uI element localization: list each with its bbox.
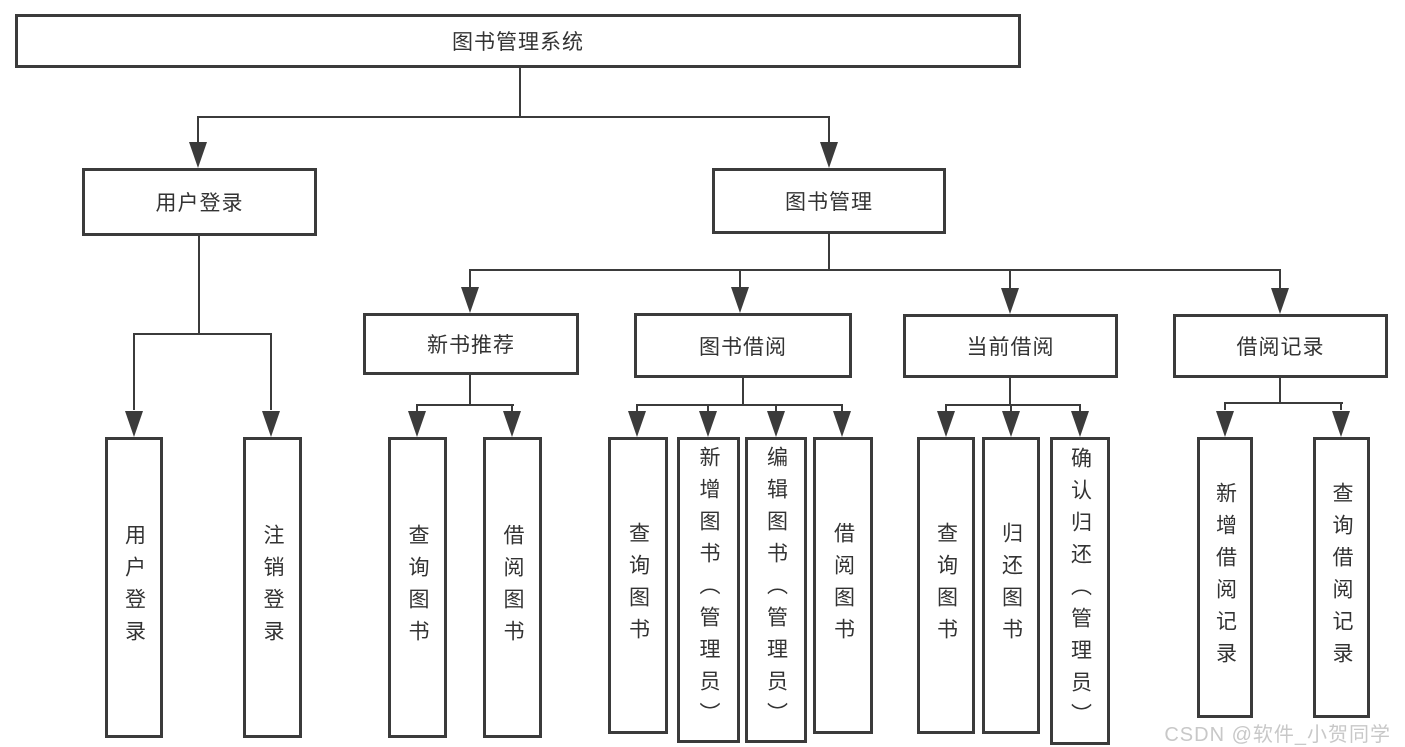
arrowhead-down-icon — [767, 411, 785, 437]
arrowhead-down-icon — [262, 411, 280, 437]
node-label: 确认归还（管理员） — [1068, 447, 1092, 735]
node-label: 注销登录 — [261, 523, 284, 652]
connector-line — [197, 116, 199, 144]
connector-line — [739, 269, 741, 288]
connector-line — [945, 404, 947, 412]
node-book-borrowing: 图书借阅 — [634, 313, 852, 378]
node-label: 新书推荐 — [427, 334, 515, 357]
arrowhead-down-icon — [699, 411, 717, 437]
connector-line — [416, 404, 418, 412]
arrowhead-down-icon — [731, 287, 749, 313]
node-label: 新增借阅记录 — [1213, 481, 1237, 674]
connector-line — [1010, 404, 1012, 412]
node-leaf-logout: 注销登录 — [243, 437, 302, 738]
connector-line — [828, 116, 830, 144]
connector-line — [270, 333, 272, 410]
connector-line — [742, 378, 744, 406]
connector-line — [198, 236, 200, 335]
arrowhead-down-icon — [1002, 411, 1020, 437]
connector-line — [197, 116, 830, 118]
connector-line — [1009, 269, 1011, 288]
arrowhead-down-icon — [1001, 288, 1019, 314]
connector-line — [469, 269, 1281, 271]
node-label: 查询图书 — [626, 521, 650, 650]
connector-line — [828, 234, 830, 271]
node-leaf-add-book-admin: 新增图书（管理员） — [677, 437, 740, 743]
connector-line — [519, 68, 521, 118]
arrowhead-down-icon — [820, 142, 838, 168]
node-label: 新增图书（管理员） — [697, 446, 720, 734]
connector-line — [469, 375, 471, 406]
arrowhead-down-icon — [461, 287, 479, 313]
node-book-mgmt-branch: 图书管理 — [712, 168, 946, 234]
connector-line — [1279, 378, 1281, 404]
connector-line — [1340, 402, 1342, 410]
node-leaf-edit-book-admin: 编辑图书（管理员） — [745, 437, 807, 743]
arrowhead-down-icon — [937, 411, 955, 437]
node-label: 当前借阅 — [966, 336, 1055, 359]
connector-line — [416, 404, 514, 406]
node-leaf-query-borrow-record: 查询借阅记录 — [1313, 437, 1370, 718]
node-user-login-branch: 用户登录 — [82, 168, 317, 236]
node-label: 图书管理 — [785, 191, 873, 214]
node-label: 图书管理系统 — [452, 31, 584, 54]
node-label: 查询图书 — [934, 521, 958, 650]
connector-line — [1279, 269, 1281, 288]
connector-line — [636, 404, 638, 412]
node-label: 编辑图书（管理员） — [764, 446, 788, 734]
arrowhead-down-icon — [628, 411, 646, 437]
node-leaf-query-books-3: 查询图书 — [917, 437, 975, 734]
node-label: 借阅图书 — [831, 521, 855, 650]
node-leaf-add-borrow-record: 新增借阅记录 — [1197, 437, 1253, 718]
node-leaf-borrow-books-1: 借阅图书 — [483, 437, 542, 738]
node-leaf-confirm-return-admin: 确认归还（管理员） — [1050, 437, 1110, 745]
node-label: 查询借阅记录 — [1330, 481, 1353, 674]
node-new-book-recommend: 新书推荐 — [363, 313, 579, 375]
connector-line — [1224, 402, 1343, 404]
node-label: 图书借阅 — [699, 335, 787, 359]
arrowhead-down-icon — [503, 411, 521, 437]
arrowhead-down-icon — [833, 411, 851, 437]
node-leaf-return-book: 归还图书 — [982, 437, 1040, 734]
node-leaf-borrow-books-2: 借阅图书 — [813, 437, 873, 734]
connector-line — [133, 333, 135, 410]
connector-line — [707, 404, 709, 412]
connector-line — [511, 404, 513, 412]
arrowhead-down-icon — [1216, 411, 1234, 437]
node-leaf-query-books-1: 查询图书 — [388, 437, 447, 738]
arrowhead-down-icon — [1332, 411, 1350, 437]
arrowhead-down-icon — [125, 411, 143, 437]
connector-line — [469, 269, 471, 288]
arrowhead-down-icon — [1071, 411, 1089, 437]
connector-line — [841, 404, 843, 412]
node-borrowing-records: 借阅记录 — [1173, 314, 1388, 378]
node-label: 查询图书 — [406, 523, 429, 652]
node-leaf-user-login: 用户登录 — [105, 437, 163, 738]
connector-line — [945, 404, 1081, 406]
connector-line — [636, 404, 843, 406]
node-label: 归还图书 — [999, 521, 1023, 650]
node-current-borrowing: 当前借阅 — [903, 314, 1118, 378]
node-label: 用户登录 — [122, 523, 146, 652]
connector-line — [1079, 404, 1081, 412]
node-label: 用户登录 — [155, 192, 244, 215]
csdn-watermark: CSDN @软件_小贺同学 — [1164, 724, 1391, 746]
node-leaf-query-books-2: 查询图书 — [608, 437, 668, 734]
arrowhead-down-icon — [408, 411, 426, 437]
arrowhead-down-icon — [1271, 288, 1289, 314]
arrowhead-down-icon — [189, 142, 207, 168]
connector-line — [1224, 402, 1226, 410]
connector-line — [133, 333, 272, 335]
connector-line — [775, 404, 777, 412]
connector-line — [1009, 378, 1011, 406]
node-label: 借阅图书 — [501, 523, 524, 652]
node-label: 借阅记录 — [1236, 336, 1325, 359]
node-root: 图书管理系统 — [15, 14, 1021, 68]
